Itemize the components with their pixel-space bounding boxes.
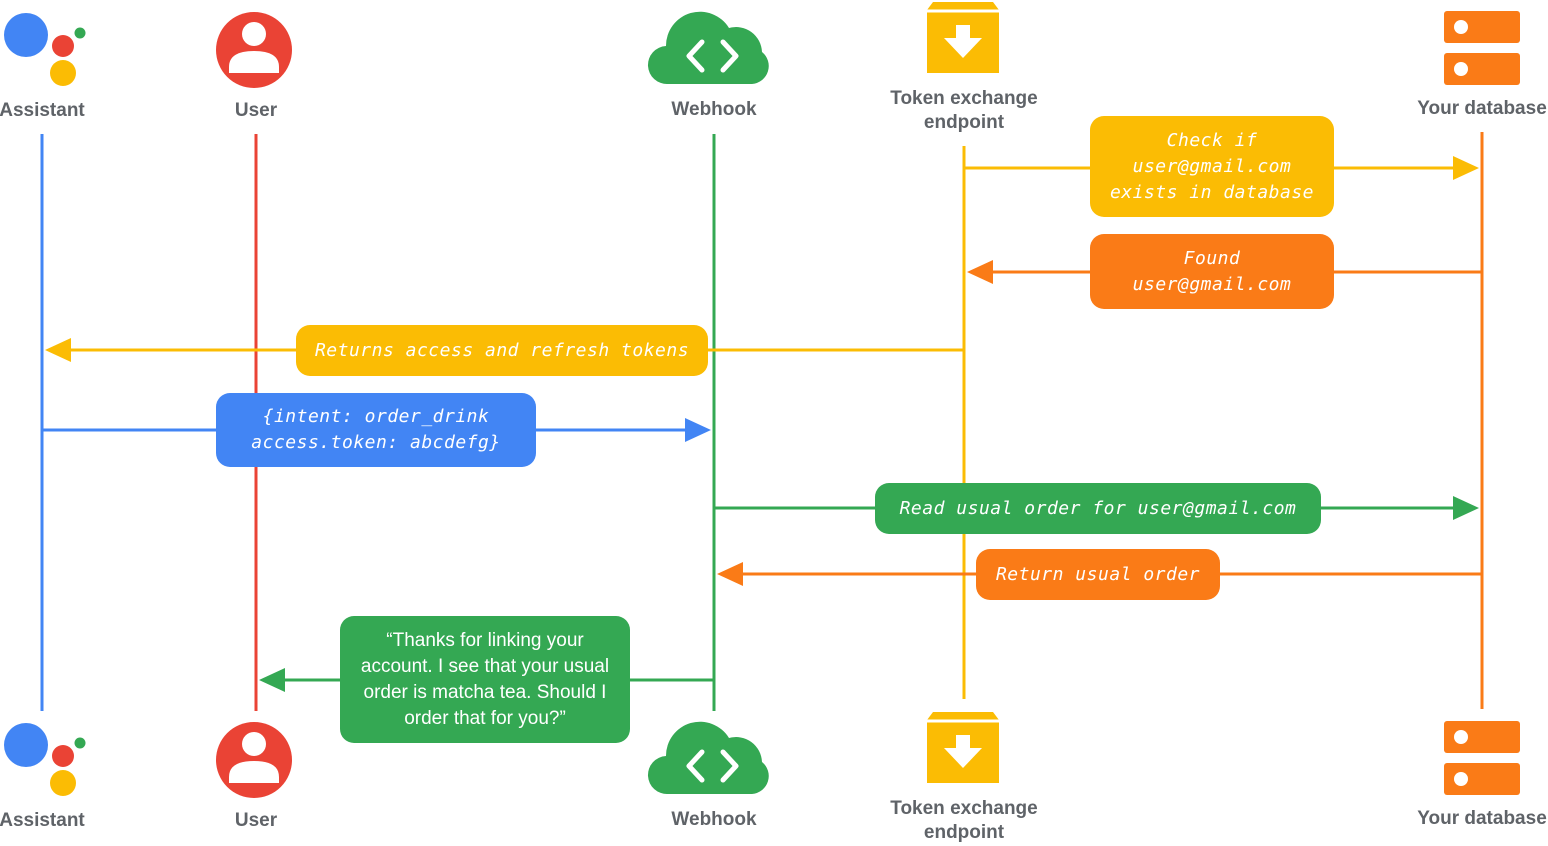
message-thanks: “Thanks for linking your account. I see … bbox=[340, 616, 630, 743]
message-found: Found user@gmail.com bbox=[1090, 234, 1334, 309]
database-icon-bottom bbox=[1444, 721, 1520, 795]
actor-label-user-bottom: User bbox=[234, 810, 278, 831]
google-assistant-icon-top bbox=[4, 13, 86, 86]
actor-label-database-top: Your database bbox=[1417, 98, 1547, 119]
actor-label-assistant-bottom: Assistant bbox=[0, 810, 85, 831]
user-icon-bottom bbox=[216, 722, 292, 798]
lifelines bbox=[40, 132, 1484, 711]
user-icon-top bbox=[216, 12, 292, 88]
actor-label-assistant-top: Assistant bbox=[0, 100, 85, 121]
actor-label-token-bottom: Token exchange endpoint bbox=[890, 798, 1038, 843]
message-returns: Returns access and refresh tokens bbox=[296, 325, 708, 376]
google-assistant-icon-bottom bbox=[4, 723, 86, 796]
download-box-icon-bottom bbox=[925, 710, 1001, 785]
message-return_order: Return usual order bbox=[976, 549, 1220, 600]
cloud-code-icon-bottom bbox=[648, 722, 769, 794]
actor-label-database-bottom: Your database bbox=[1417, 808, 1547, 829]
message-read: Read usual order for user@gmail.com bbox=[875, 483, 1321, 534]
message-intent: {intent: order_drink access.token: abcde… bbox=[216, 393, 536, 467]
actor-label-webhook-bottom: Webhook bbox=[671, 809, 757, 830]
database-icon-top bbox=[1444, 11, 1520, 85]
actor-label-webhook-top: Webhook bbox=[671, 99, 757, 120]
actor-label-token-top: Token exchange endpoint bbox=[890, 88, 1038, 133]
message-check: Check if user@gmail.com exists in databa… bbox=[1090, 116, 1334, 217]
download-box-icon-top bbox=[925, 0, 1001, 75]
actor-label-user-top: User bbox=[234, 100, 278, 121]
cloud-code-icon-top bbox=[648, 12, 769, 84]
